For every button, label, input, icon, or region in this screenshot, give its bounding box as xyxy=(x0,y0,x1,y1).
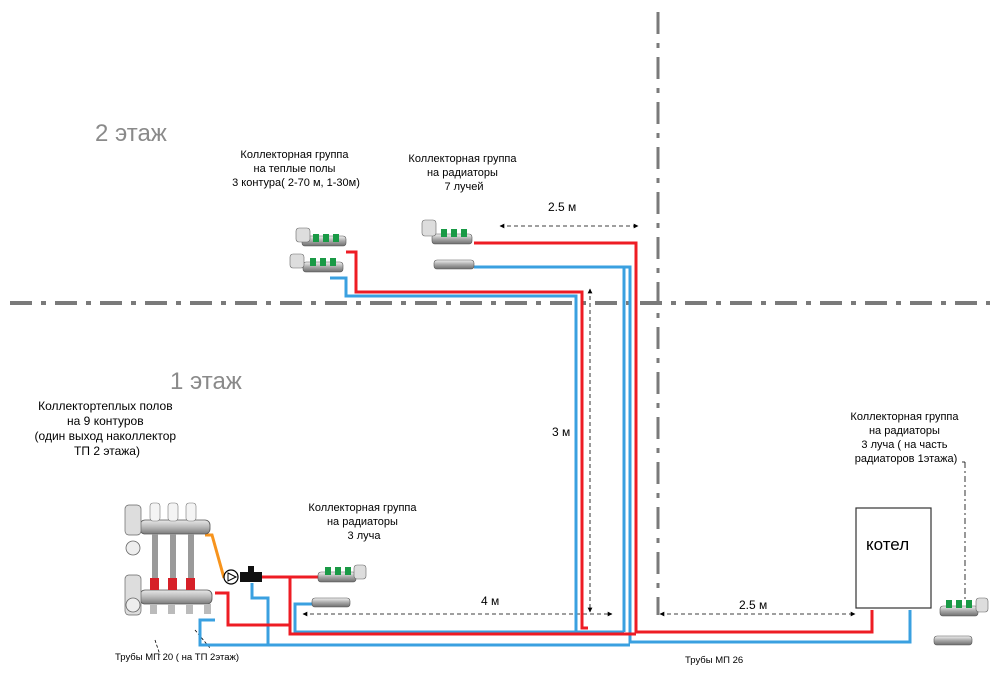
label-rad-collector-1f: Коллекторная группа на радиаторы 3 луча xyxy=(308,502,419,542)
supply-pipes xyxy=(215,241,874,636)
floor-label-second: 2 этаж xyxy=(95,120,167,147)
return-pipes xyxy=(198,265,912,647)
dimension-bottom-right: 2.5 м xyxy=(739,598,767,612)
boiler: котел xyxy=(855,507,932,609)
dimension-top-horizontal: 2.5 м xyxy=(548,200,576,214)
dimension-vertical: 3 м xyxy=(552,425,570,439)
manifold-icon-ufh-1f xyxy=(124,502,213,616)
label-ufh-collector-2f: Коллекторная группа на теплые полы 3 кон… xyxy=(232,149,360,189)
label-ufh-collector-1f: Коллектортеплых полов на 9 контуров (оди… xyxy=(35,399,180,458)
dimension-bottom-left: 4 м xyxy=(481,594,499,608)
manifold-icon-rad-1f xyxy=(311,564,367,608)
label-pipes-mp26: Трубы МП 26 xyxy=(685,655,743,666)
mix-pipe xyxy=(205,533,226,579)
manifold-icon-ufh-2f xyxy=(289,227,347,273)
floor-label-first: 1 этаж xyxy=(170,368,242,395)
label-rad-collector-boiler: Коллекторная группа на радиаторы 3 луча … xyxy=(850,411,961,465)
dimension-lines xyxy=(154,223,966,656)
manifold-icon-rad-2f xyxy=(421,219,475,270)
pump-icon xyxy=(223,566,262,585)
boiler-label: котел xyxy=(866,535,909,554)
label-rad-collector-2f: Коллекторная группа на радиаторы 7 лучей xyxy=(408,153,519,193)
label-pipes-mp20: Трубы МП 20 ( на ТП 2этаж) xyxy=(115,652,239,663)
manifold-icon-rad-boiler xyxy=(933,597,989,646)
